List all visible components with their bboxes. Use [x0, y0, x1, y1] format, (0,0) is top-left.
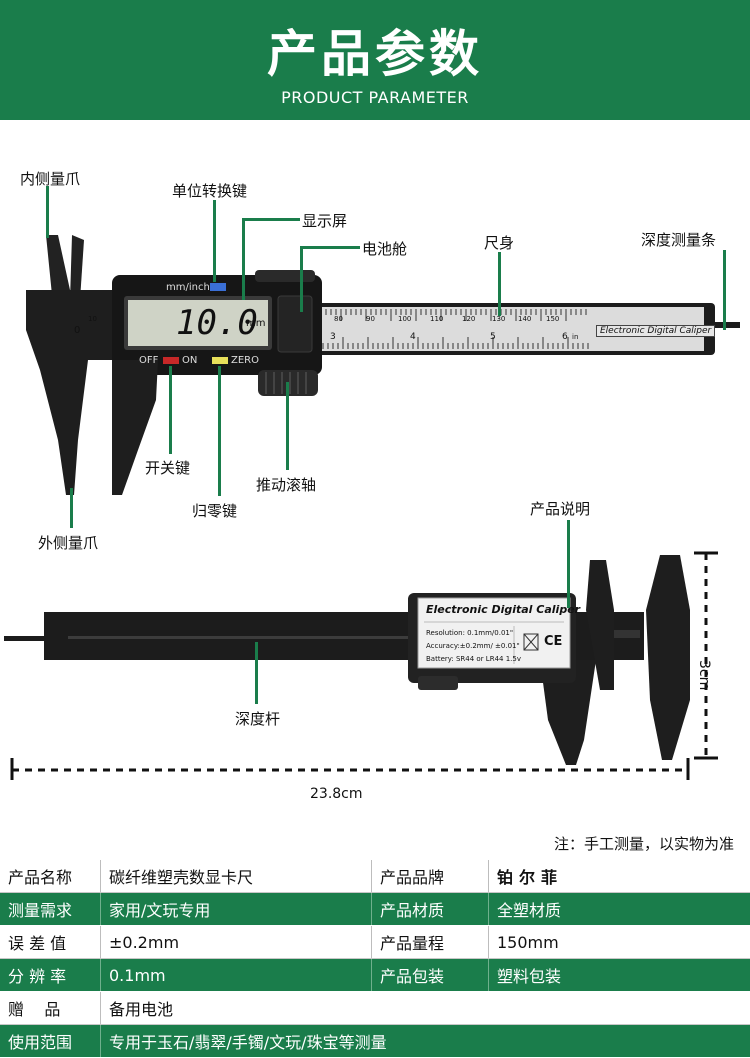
scale-number-mm: 90	[366, 315, 375, 323]
scale-number-mm: 100	[398, 315, 412, 323]
spec-row: 误 差 值 ±0.2mm 产品量程 150mm	[0, 925, 750, 959]
label-power-key: 开关键	[145, 459, 191, 477]
leader-display-v	[242, 218, 245, 300]
scale-number-inch: 3	[330, 332, 336, 342]
leader-power-key	[169, 366, 172, 454]
sticker-battery: Battery: SR44 or LR44 1.5v	[426, 655, 521, 663]
spec-row: 赠 品 备用电池	[0, 991, 750, 1025]
scale-number-mm: 0	[74, 325, 81, 336]
leader-manual	[567, 520, 570, 608]
scale-number-mm: 150	[546, 315, 560, 323]
spec-key: 赠 品	[0, 991, 101, 1025]
scale-number-inch: 4	[410, 332, 416, 342]
spec-value: 塑料包装	[488, 958, 750, 992]
leader-zero-key	[218, 366, 221, 496]
spec-key: 产品材质	[371, 892, 489, 926]
spec-value: ±0.2mm	[100, 925, 372, 959]
spec-value: 备用电池	[100, 991, 750, 1025]
spec-value: 全塑材质	[488, 892, 750, 926]
spec-value: 150mm	[488, 925, 750, 959]
sticker-ce-mark: CE	[544, 634, 563, 649]
on-text: ON	[182, 355, 198, 366]
scale-inch-unit: in	[572, 333, 579, 341]
dimension-length: 23.8cm	[310, 786, 363, 802]
label-inner-jaw: 内侧量爪	[20, 170, 81, 188]
spec-value: 碳纤维塑壳数显卡尺	[100, 860, 372, 893]
spec-value: 家用/文玩专用	[100, 892, 372, 926]
spec-row: 使用范围 专用于玉石/翡翠/手镯/文玩/珠宝等测量	[0, 1024, 750, 1058]
label-zero-key: 归零键	[192, 502, 238, 520]
scale-brand: Electronic Digital Caliper	[596, 325, 716, 337]
label-depth-bar: 深度测量条	[641, 231, 717, 249]
spec-table: 产品名称 碳纤维塑壳数显卡尺 产品品牌 铂尔菲 测量需求 家用/文玩专用 产品材…	[0, 860, 750, 1058]
measurement-note: 注：手工测量，以实物为准	[553, 835, 734, 853]
spec-key: 产品名称	[0, 860, 101, 893]
scale-number-mm: 130	[492, 315, 506, 323]
leader-depth-rod	[255, 642, 258, 704]
page-subtitle: PRODUCT PARAMETER	[281, 88, 469, 107]
sticker-title: Electronic Digital Caliper	[426, 603, 581, 616]
label-display: 显示屏	[302, 212, 348, 230]
scale-number-mm: 120	[462, 315, 476, 323]
label-manual: 产品说明	[530, 500, 591, 518]
label-thumb-roller: 推动滚轴	[256, 476, 317, 494]
leader-thumb-roller	[286, 382, 289, 470]
label-depth-rod: 深度杆	[235, 710, 281, 728]
leader-depth-bar	[723, 250, 726, 330]
lcd-unit: mm	[246, 318, 266, 329]
label-unit-key: 单位转换键	[172, 182, 248, 200]
leader-inner-jaw	[46, 186, 49, 238]
scale-number-mm: 80	[334, 315, 343, 323]
unit-button-text: mm/inch	[166, 282, 210, 293]
spec-key: 产品品牌	[371, 860, 489, 893]
spec-key: 测量需求	[0, 892, 101, 926]
dimension-height: 3cm	[696, 660, 712, 691]
spec-key: 产品量程	[371, 925, 489, 959]
label-battery: 电池舱	[362, 240, 408, 258]
spec-key: 误 差 值	[0, 925, 101, 959]
spec-row: 分 辨 率 0.1mm 产品包装 塑料包装	[0, 958, 750, 992]
lcd-reading: 10.0	[176, 303, 258, 343]
scale-number-mm: 110	[430, 315, 444, 323]
spec-value: 0.1mm	[100, 958, 372, 992]
caliper-back-illustration	[4, 551, 718, 780]
sticker-accuracy: Accuracy:±0.2mm/ ±0.01"	[426, 642, 520, 650]
leader-battery-h	[300, 246, 360, 249]
page-title: 产品参数	[267, 25, 483, 83]
page-header: 产品参数 PRODUCT PARAMETER	[0, 0, 750, 120]
leader-battery-v	[300, 246, 303, 312]
scale-number-inch: 6	[562, 332, 568, 342]
off-text: OFF	[139, 355, 159, 366]
spec-value-brand: 铂尔菲	[488, 860, 750, 893]
spec-key: 产品包装	[371, 958, 489, 992]
leader-outer-jaw	[70, 488, 73, 528]
label-ruler-body: 尺身	[484, 234, 515, 252]
spec-value: 专用于玉石/翡翠/手镯/文玩/珠宝等测量	[100, 1024, 750, 1058]
leader-ruler-body	[498, 252, 501, 316]
scale-number-mm: 140	[518, 315, 532, 323]
leader-display-h	[242, 218, 300, 221]
caliper-front-illustration	[26, 235, 740, 495]
label-outer-jaw: 外侧量爪	[38, 534, 99, 552]
leader-unit-key	[213, 200, 216, 282]
scale-number-inch: 5	[490, 332, 496, 342]
spec-row: 测量需求 家用/文玩专用 产品材质 全塑材质	[0, 892, 750, 926]
zero-text: ZERO	[231, 355, 259, 366]
spec-row: 产品名称 碳纤维塑壳数显卡尺 产品品牌 铂尔菲	[0, 860, 750, 893]
scale-number-mm: 10	[88, 315, 97, 323]
sticker-resolution: Resolution: 0.1mm/0.01"	[426, 629, 514, 637]
spec-key: 使用范围	[0, 1024, 101, 1058]
spec-key: 分 辨 率	[0, 958, 101, 992]
